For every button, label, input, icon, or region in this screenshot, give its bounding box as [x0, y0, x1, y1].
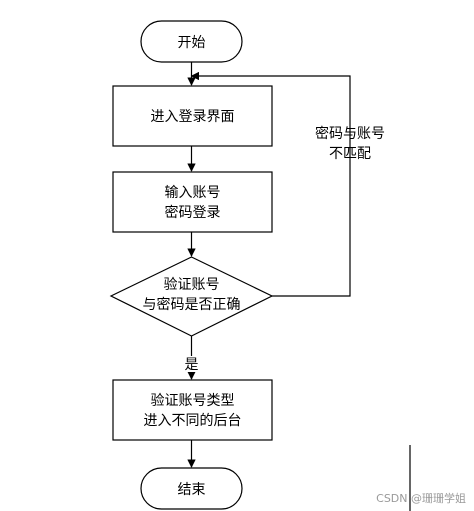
enter-login-label: 进入登录界面	[151, 109, 235, 125]
yes-label-bg	[184, 356, 200, 372]
input-credentials-label-line1: 输入账号	[165, 185, 221, 201]
check-type-label-line1: 验证账号类型	[151, 393, 235, 409]
mismatch-label-line1: 密码与账号	[315, 125, 385, 142]
watermark-text: CSDN @珊珊学姐	[376, 491, 466, 505]
verify-decision-node: 验证账号 与密码是否正确	[109, 256, 274, 337]
start-label: 开始	[178, 35, 206, 51]
check-type-node: 验证账号类型 进入不同的后台	[112, 379, 273, 441]
verify-label-line2: 与密码是否正确	[143, 296, 241, 313]
input-credentials-label-line2: 密码登录	[165, 204, 221, 221]
yes-label: 是	[185, 357, 199, 373]
end-node: 结束	[140, 467, 243, 510]
check-type-label-line2: 进入不同的后台	[144, 413, 242, 429]
input-credentials-node: 输入账号 密码登录	[112, 171, 273, 233]
arrow-mismatch-loop	[190, 71, 351, 297]
start-node: 开始	[140, 20, 243, 63]
mismatch-label-line2: 不匹配	[329, 146, 371, 162]
end-label: 结束	[178, 482, 206, 498]
verify-label-line1: 验证账号	[164, 277, 220, 293]
enter-login-node: 进入登录界面	[112, 85, 273, 147]
mismatch-edge-label: 密码与账号 不匹配	[315, 125, 385, 162]
